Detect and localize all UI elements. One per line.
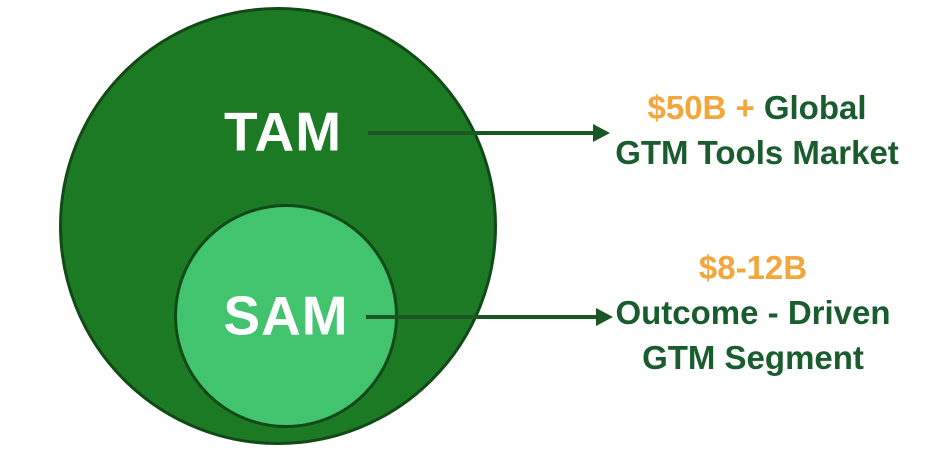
- tam-annotation-line1: $50B +Global: [592, 85, 922, 130]
- sam-label: SAM: [223, 284, 349, 347]
- sam-circle: [174, 204, 398, 428]
- tam-description-line1: Global: [763, 89, 867, 126]
- sam-annotation: $8-12B Outcome - Driven GTM Segment: [588, 245, 918, 380]
- tam-annotation: $50B +Global GTM Tools Market: [592, 85, 922, 175]
- sam-description-line2: GTM Segment: [642, 339, 864, 376]
- sam-value: $8-12B: [698, 249, 808, 286]
- tam-description-line2: GTM Tools Market: [615, 134, 899, 171]
- sam-description-line1: Outcome - Driven: [615, 294, 891, 331]
- tam-label: TAM: [223, 100, 343, 163]
- tam-value: $50B +: [647, 89, 755, 126]
